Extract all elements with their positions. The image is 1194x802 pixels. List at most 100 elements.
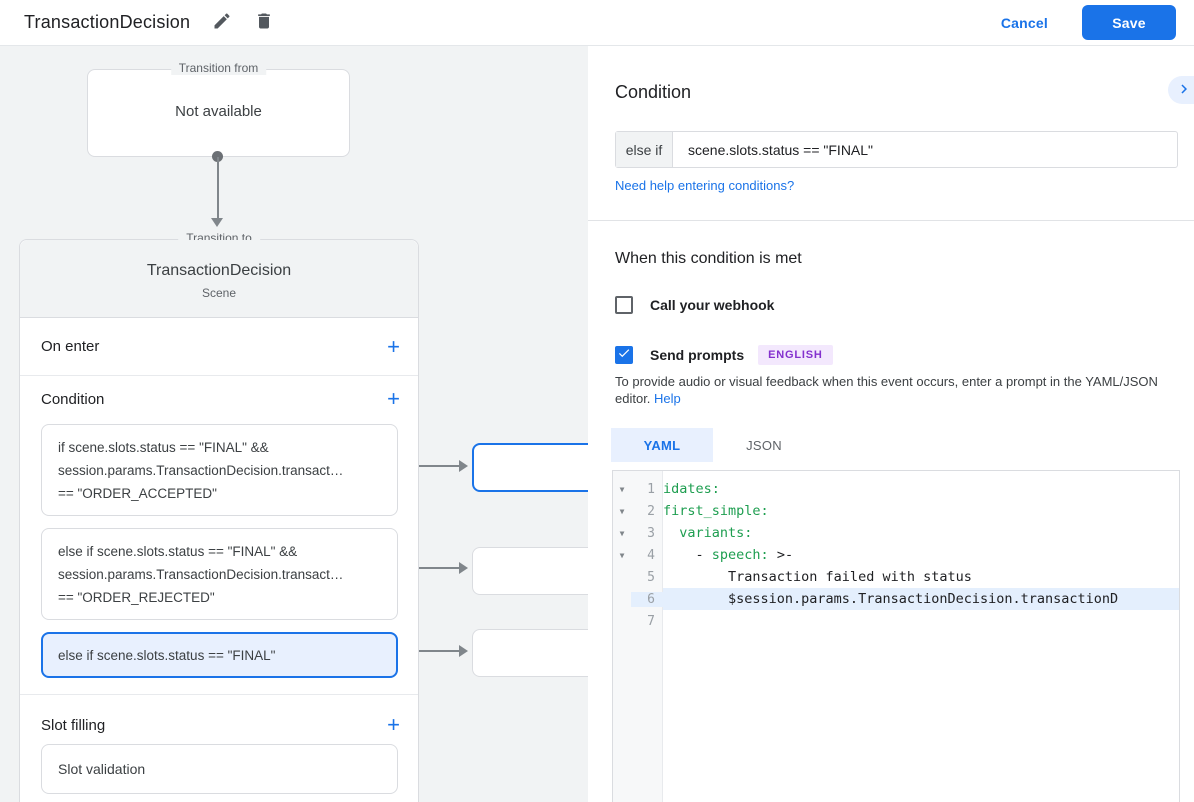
condition-card-line: session.params.TransactionDecision.trans… bbox=[58, 463, 344, 478]
conditions-help-link[interactable]: Need help entering conditions? bbox=[615, 178, 795, 193]
fold-arrow-icon[interactable]: ▼ bbox=[619, 528, 625, 538]
arrow-right-icon bbox=[459, 460, 468, 472]
code-line: ▼ 4 - speech: >- bbox=[613, 544, 1179, 566]
condition-card-line: else if scene.slots.status == "FINAL" bbox=[58, 647, 276, 663]
code-line-active: 6 $session.params.TransactionDecision.tr… bbox=[613, 588, 1179, 610]
code-text: Transaction failed with status bbox=[663, 569, 972, 585]
yaml-code-editor[interactable]: ▼ 1 idates: ▼ 2 first_simple: ▼ 3 varian… bbox=[612, 470, 1180, 802]
code-lines: ▼ 1 idates: ▼ 2 first_simple: ▼ 3 varian… bbox=[613, 471, 1179, 632]
connector-line bbox=[403, 567, 460, 569]
transition-target-box[interactable] bbox=[472, 547, 600, 595]
page-title: TransactionDecision bbox=[24, 12, 191, 32]
line-number: 7 bbox=[647, 613, 655, 629]
editor-gutter bbox=[613, 471, 663, 802]
condition-prefix-label: else if bbox=[616, 132, 673, 167]
condition-card-line: == "ORDER_REJECTED" bbox=[58, 590, 215, 605]
pencil-icon bbox=[212, 11, 232, 34]
transition-from-box: Transition from Not available bbox=[87, 61, 350, 157]
add-on-enter-button[interactable]: + bbox=[387, 333, 400, 359]
call-webhook-label: Call your webhook bbox=[650, 297, 775, 313]
line-number: 3 bbox=[647, 525, 655, 541]
line-number: 2 bbox=[647, 503, 655, 519]
condition-card-accepted[interactable]: if scene.slots.status == "FINAL" && sess… bbox=[41, 424, 398, 516]
condition-card-line: if scene.slots.status == "FINAL" && bbox=[58, 440, 269, 455]
line-number: 5 bbox=[647, 569, 655, 585]
code-text: - speech: >- bbox=[663, 547, 794, 563]
code-line: ▼ 1 idates: bbox=[613, 478, 1179, 500]
tab-json[interactable]: JSON bbox=[713, 428, 815, 462]
fold-arrow-icon[interactable]: ▼ bbox=[619, 550, 625, 560]
topbar-left: TransactionDecision bbox=[0, 11, 274, 34]
trash-icon bbox=[254, 11, 274, 34]
condition-card-rejected[interactable]: else if scene.slots.status == "FINAL" &&… bbox=[41, 528, 398, 620]
fold-arrow-icon[interactable]: ▼ bbox=[619, 506, 625, 516]
scene-title: TransactionDecision bbox=[146, 262, 292, 279]
condition-card-selected[interactable]: else if scene.slots.status == "FINAL" bbox=[41, 632, 398, 678]
condition-card-line: else if scene.slots.status == "FINAL" && bbox=[58, 544, 298, 559]
checkmark-icon bbox=[617, 346, 631, 365]
scene-header: TransactionDecision Scene bbox=[20, 240, 418, 318]
topbar-right: Cancel Save bbox=[1001, 5, 1194, 40]
code-text bbox=[663, 610, 1179, 632]
language-badge: ENGLISH bbox=[758, 345, 833, 365]
slot-filling-row: Slot filling + bbox=[20, 702, 418, 748]
divider bbox=[20, 694, 418, 695]
condition-section-row: Condition + bbox=[20, 376, 418, 422]
topbar: TransactionDecision Cancel Save bbox=[0, 0, 1194, 46]
connector-line bbox=[403, 650, 460, 652]
code-line: ▼ 3 variants: bbox=[613, 522, 1179, 544]
on-enter-label: On enter bbox=[41, 338, 100, 355]
scene-subtitle: Scene bbox=[201, 286, 237, 300]
connector-dot bbox=[212, 151, 223, 162]
connector-line bbox=[403, 465, 460, 467]
panel-title: Condition bbox=[615, 82, 692, 102]
line-number: 1 bbox=[647, 481, 655, 497]
line-number: 4 bbox=[647, 547, 655, 563]
slot-validation-card[interactable]: Slot validation bbox=[41, 744, 398, 794]
send-prompts-row: Send prompts ENGLISH bbox=[615, 345, 833, 365]
condition-card-line: session.params.TransactionDecision.trans… bbox=[58, 567, 344, 582]
arrow-right-icon bbox=[459, 562, 468, 574]
condition-expression-input[interactable] bbox=[673, 132, 1177, 167]
transition-from-legend: Transition from bbox=[170, 61, 267, 75]
help-link[interactable]: Help bbox=[654, 391, 681, 406]
slot-filling-label: Slot filling bbox=[41, 716, 106, 734]
save-button[interactable]: Save bbox=[1082, 5, 1176, 40]
add-condition-button[interactable]: + bbox=[387, 386, 400, 411]
send-prompts-label: Send prompts bbox=[650, 347, 745, 363]
condition-section-label: Condition bbox=[41, 390, 105, 408]
code-text: first_simple: bbox=[663, 503, 769, 519]
tab-yaml[interactable]: YAML bbox=[611, 428, 713, 462]
webhook-row: Call your webhook bbox=[615, 296, 774, 314]
cancel-button[interactable]: Cancel bbox=[1000, 14, 1048, 31]
code-text: $session.params.TransactionDecision.tran… bbox=[663, 588, 1179, 610]
transition-to-box: Transition to TransactionDecision Scene … bbox=[19, 231, 419, 802]
add-slot-button[interactable]: + bbox=[387, 712, 400, 737]
fold-arrow-icon[interactable]: ▼ bbox=[619, 484, 625, 494]
edit-scene-button[interactable] bbox=[212, 11, 232, 34]
transition-target-box[interactable] bbox=[472, 629, 600, 677]
delete-scene-button[interactable] bbox=[254, 11, 274, 34]
call-webhook-checkbox[interactable] bbox=[615, 296, 633, 314]
condition-card-line: == "ORDER_ACCEPTED" bbox=[58, 486, 217, 501]
code-line: 5 Transaction failed with status bbox=[613, 566, 1179, 588]
on-enter-row: On enter + bbox=[20, 318, 418, 376]
prompt-helper-text: To provide audio or visual feedback when… bbox=[615, 373, 1171, 407]
slot-validation-label: Slot validation bbox=[58, 761, 146, 777]
collapse-panel-button[interactable] bbox=[1168, 76, 1194, 104]
condition-editor-panel: Condition else if Need help entering con… bbox=[588, 46, 1194, 802]
divider bbox=[588, 220, 1194, 221]
line-number: 6 bbox=[631, 591, 663, 607]
arrow-right-icon bbox=[459, 645, 468, 657]
connector-line bbox=[217, 157, 219, 218]
arrow-down-icon bbox=[211, 218, 223, 227]
send-prompts-checkbox[interactable] bbox=[615, 346, 633, 364]
code-line: ▼ 2 first_simple: bbox=[613, 500, 1179, 522]
code-text: variants: bbox=[663, 525, 753, 541]
editor-tabs: YAML JSON bbox=[611, 428, 815, 462]
helper-line2: editor. bbox=[615, 391, 651, 406]
code-text: idates: bbox=[663, 481, 720, 497]
chevron-right-icon bbox=[1175, 80, 1193, 101]
transition-target-box-selected[interactable] bbox=[472, 443, 600, 492]
